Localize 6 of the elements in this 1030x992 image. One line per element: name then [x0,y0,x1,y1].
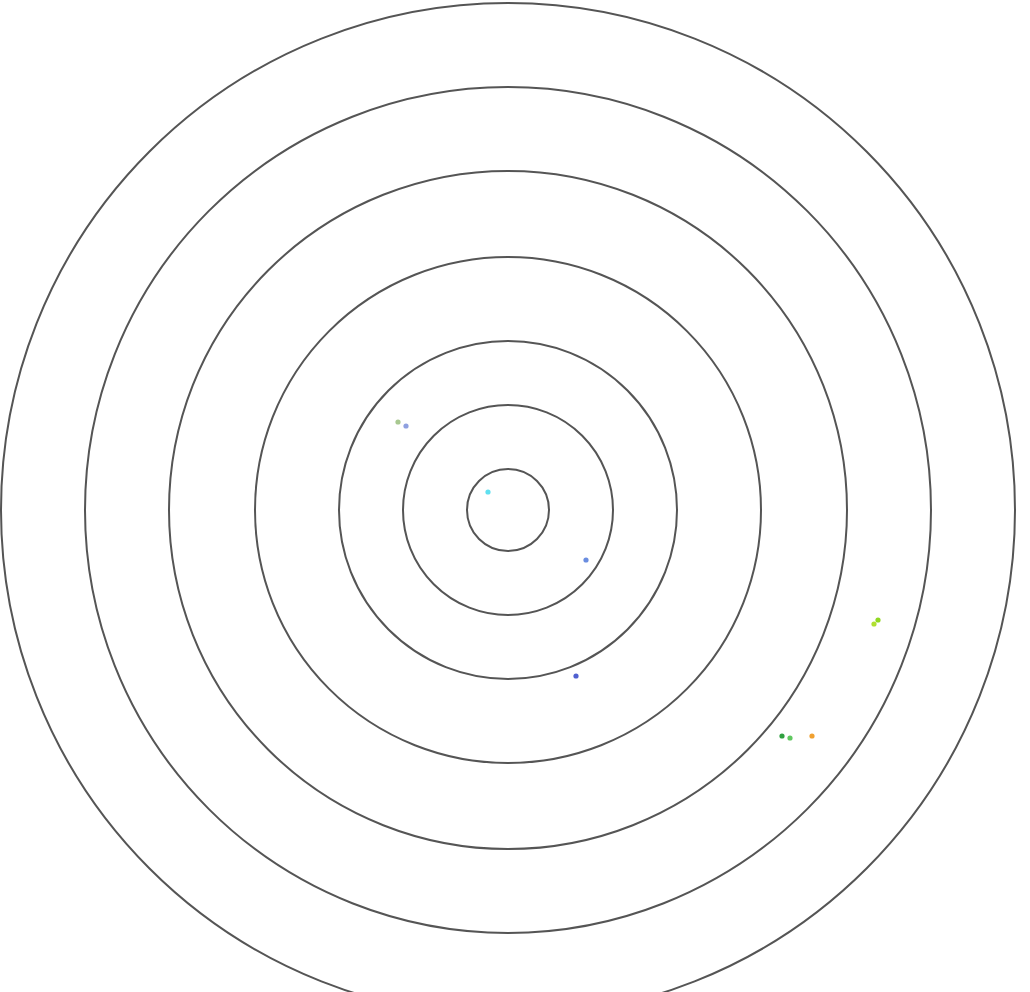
ring [402,404,614,616]
ring [254,256,762,764]
ring [338,340,678,680]
ring [466,468,550,552]
ring [84,86,932,934]
ring [168,170,848,850]
